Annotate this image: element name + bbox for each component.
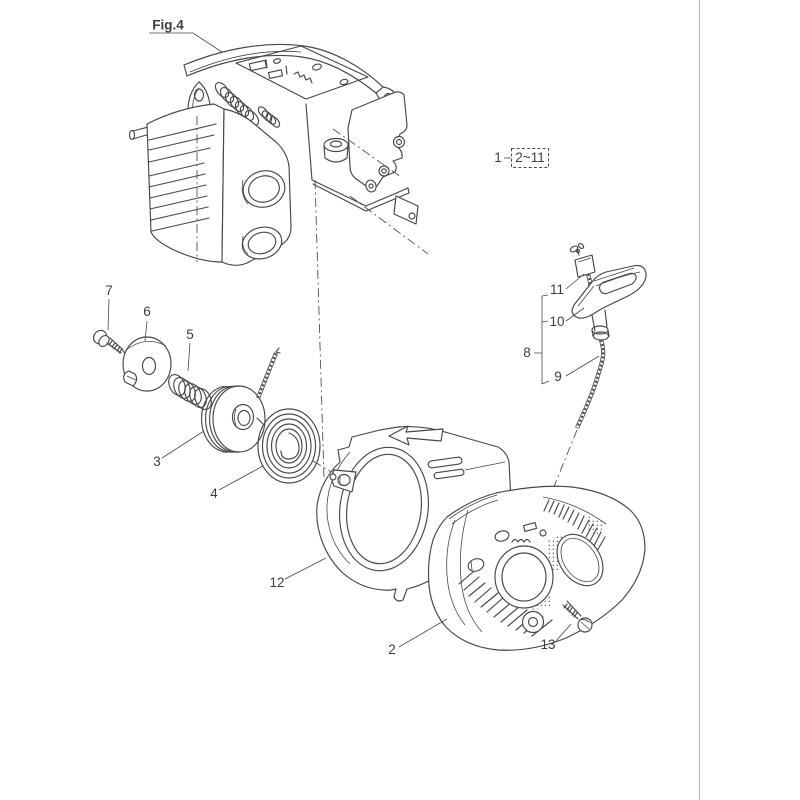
part-13-screw: 13 (540, 601, 592, 652)
part-4-recoil-spiral-spring: 4 (210, 409, 320, 501)
callout-1: 1 (494, 150, 502, 165)
group-callout-1: 1 2~11 (494, 149, 548, 168)
part-12-fan-cover: 12 (269, 426, 512, 601)
callout-11: 11 (550, 282, 564, 297)
figure-label: Fig.4 (152, 18, 184, 33)
callout-9: 9 (554, 369, 562, 384)
callout-12: 12 (269, 575, 284, 590)
engine-assembly-drawing (130, 44, 429, 265)
part-9-starter-rope (577, 340, 603, 428)
callout-4: 4 (210, 486, 218, 501)
page-edge-divider (699, 0, 700, 800)
callout-3: 3 (153, 454, 161, 469)
callout-8: 8 (523, 345, 531, 360)
part-6-starter-pawl-plate: 6 (123, 304, 171, 391)
callout-7: 7 (105, 283, 113, 298)
figure-callout: Fig.4 (149, 18, 222, 53)
callout-10: 10 (549, 314, 564, 329)
handle-group-callouts: 11 10 8 9 (523, 274, 599, 384)
callout-6: 6 (143, 304, 151, 319)
part-2-starter-cover: 2 (388, 486, 645, 657)
part-3-rope-pulley: 3 (153, 348, 280, 469)
part-7-screw: 7 (91, 283, 125, 353)
group-range-label: 2~11 (515, 150, 544, 165)
group-range-box (512, 149, 549, 168)
part-10-starter-grip (572, 266, 646, 341)
callout-13: 13 (540, 637, 555, 652)
callout-5: 5 (186, 327, 194, 342)
callout-2: 2 (388, 642, 396, 657)
